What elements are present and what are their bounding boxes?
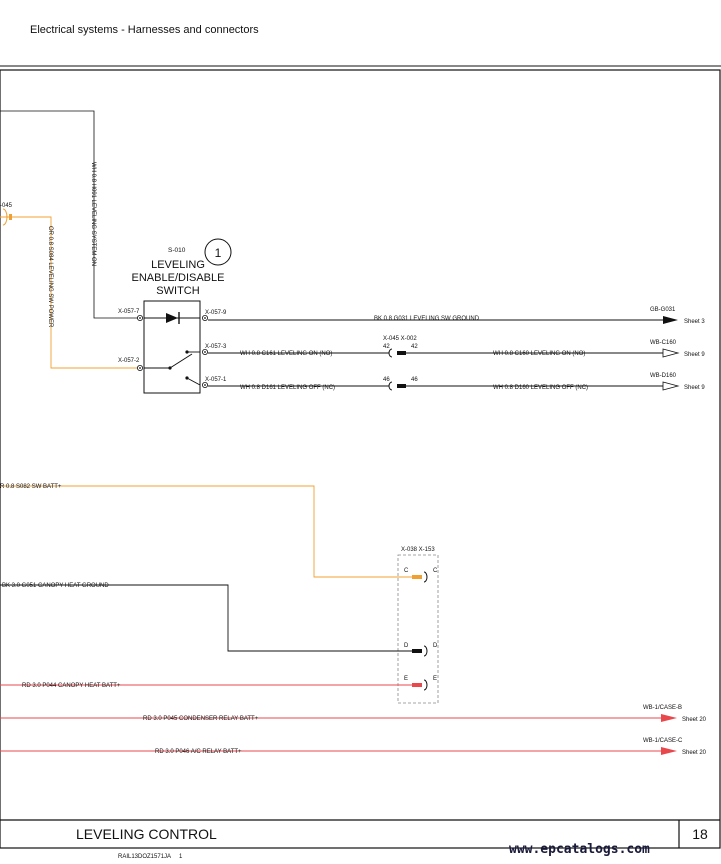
- wire-label-p045: RD 3.0 P045 CONDENSER RELAY BATT+: [143, 716, 259, 722]
- callout-circle: [204, 238, 232, 266]
- canopy-pin-e-right: E: [433, 676, 437, 682]
- footer-title: LEVELING CONTROL: [76, 826, 217, 842]
- wire-label-c160: WH 0.8 C160 LEVELING ON (NO): [493, 351, 585, 357]
- dest-c160-sheet: Sheet 9: [684, 352, 705, 358]
- switch-name-1: LEVELING: [151, 259, 205, 271]
- canopy-pin-e-left: E: [404, 676, 408, 682]
- dest-c160-label: WB-C160: [650, 340, 677, 346]
- wire-label-p044: RD 3.0 P044 CANOPY HEAT BATT+: [22, 683, 121, 689]
- pin-label-1: X-057-1: [205, 377, 227, 383]
- wire-label-g031: BK 0.8 G031 LEVELING SW GROUND: [374, 316, 480, 322]
- connector-045-pin: [9, 214, 12, 220]
- canopy-pin-e-plug: [412, 683, 422, 687]
- dest-case-b-sheet: Sheet 20: [682, 717, 707, 723]
- connector-045-icon: [2, 208, 8, 226]
- connector-42-pin: [397, 351, 406, 355]
- switch-body: [143, 300, 201, 394]
- pin-label-3: X-057-3: [205, 344, 227, 350]
- watermark: www.epcatalogs.com: [509, 842, 650, 857]
- canopy-pin-c-socket: [423, 571, 428, 583]
- dest-d160-sheet: Sheet 9: [684, 385, 705, 391]
- footer-page-number: 18: [692, 826, 708, 842]
- wire-label-s082: R 0.8 S082 SW BATT+: [0, 484, 62, 490]
- canopy-pin-c-plug: [412, 575, 422, 579]
- wire-s084: [0, 216, 138, 369]
- dest-gnd-label: GB-G031: [650, 307, 676, 313]
- footer-doc-code: RAIL13DOZ1571JA: [118, 854, 171, 860]
- switch-name-3: SWITCH: [156, 285, 199, 297]
- arrow-case-b-icon: [661, 714, 677, 722]
- switch-pin-2: [136, 364, 143, 371]
- switch-id: S-010: [168, 247, 186, 254]
- wire-s082: [0, 485, 412, 578]
- switch-pin-7: [136, 314, 143, 321]
- switch-pin-3: [201, 348, 208, 355]
- connector-46-left-pin: 46: [383, 377, 390, 383]
- switch-no-dot: [185, 350, 189, 354]
- arrow-c160-icon: [662, 348, 680, 358]
- dest-case-c-label: WB-1/CASE-C: [643, 738, 683, 744]
- wire-g051: [0, 584, 412, 652]
- footer-doc-rev: 1: [179, 854, 183, 860]
- page-header-title: Electrical systems - Harnesses and conne…: [30, 24, 259, 36]
- wire-label-d161: WH 0.8 D161 LEVELING OFF (NC): [240, 385, 335, 391]
- dest-case-b-label: WB-1/CASE-B: [643, 705, 682, 711]
- pin-label-9: X-057-9: [205, 310, 227, 316]
- switch-pivot: [168, 366, 172, 370]
- arrow-ground-icon: [663, 316, 678, 324]
- wire-label-h091: WH 0.8 H091 LEVELING SYSTEM ON: [90, 162, 96, 266]
- dest-case-c-sheet: Sheet 20: [682, 750, 707, 756]
- canopy-connector-body: [397, 554, 439, 704]
- canopy-pin-d-socket: [423, 645, 428, 657]
- wire-label-s084: OR 0.8 S084 LEVELING SW POWER: [47, 226, 53, 328]
- canopy-pin-d-right: D: [433, 643, 438, 649]
- connector-46-right-pin: 46: [411, 377, 418, 383]
- pin-label-7: X-057-7: [118, 309, 140, 315]
- connector-045-label: -045: [0, 203, 13, 209]
- connector-42-left-pin: 42: [383, 344, 390, 350]
- arrow-d160-icon: [662, 381, 680, 391]
- callout-number: 1: [215, 246, 222, 260]
- canopy-pin-d-plug: [412, 649, 422, 653]
- switch-pin-9: [201, 314, 208, 321]
- wire-h091: [0, 110, 138, 319]
- switch-nc-contact: [186, 377, 201, 386]
- wire-label-c161: WH 0.8 C161 LEVELING ON (NO): [240, 351, 332, 357]
- diode-icon: [166, 313, 178, 323]
- switch-nc-dot: [185, 376, 189, 380]
- wire-label-d160: WH 0.8 D160 LEVELING OFF (NC): [493, 385, 588, 391]
- pin-label-2: X-057-2: [118, 358, 140, 364]
- connector-42-label: X-045 X-002: [383, 336, 417, 342]
- canopy-pin-e-socket: [423, 679, 428, 691]
- dest-gnd-sheet: Sheet 3: [684, 319, 705, 325]
- switch-blade: [169, 353, 193, 369]
- switch-name-2: ENABLE/DISABLE: [132, 272, 225, 284]
- arrow-case-c-icon: [661, 747, 677, 755]
- connector-42-socket: [388, 348, 393, 358]
- canopy-pin-d-left: D: [404, 643, 409, 649]
- wire-label-p046: RD 3.0 P046 A/C RELAY BATT+: [155, 749, 242, 755]
- connector-46-pin: [397, 384, 406, 388]
- connector-46-socket: [388, 381, 393, 391]
- canopy-connector-label: X-038 X-153: [401, 547, 435, 553]
- canopy-pin-c-right: C: [433, 568, 438, 574]
- dest-d160-label: WB-D160: [650, 373, 677, 379]
- switch-pin-1: [201, 381, 208, 388]
- diagram-frame: [0, 69, 721, 849]
- canopy-pin-c-left: C: [404, 568, 409, 574]
- connector-42-right-pin: 42: [411, 344, 418, 350]
- wire-label-g051: BK 3.0 G051 CANOPY HEAT GROUND: [2, 583, 109, 589]
